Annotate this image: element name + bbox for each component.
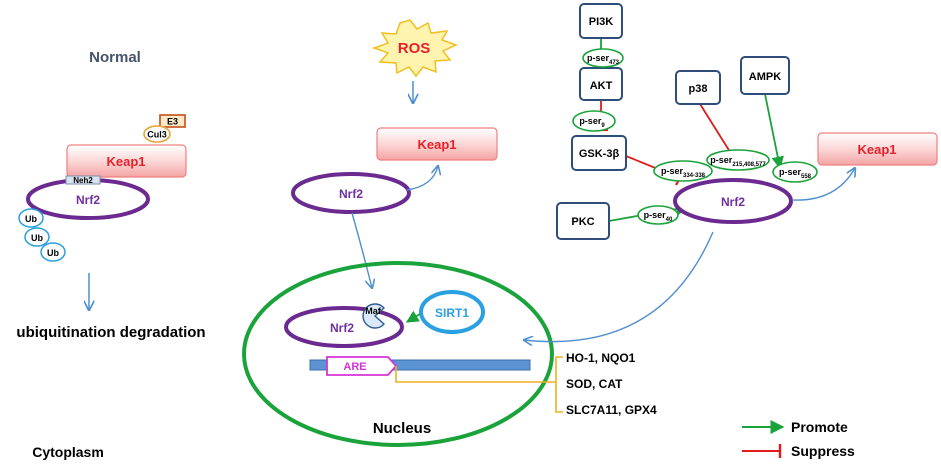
nrf2-normal: Nrf2 bbox=[26, 178, 150, 220]
site-9-base: p-ser bbox=[579, 116, 602, 126]
site-40-sub: 40 bbox=[666, 217, 673, 223]
cul3-label: Cul3 bbox=[147, 130, 167, 140]
keap1-label-normal: Keap1 bbox=[106, 154, 145, 169]
site-215-sub: 215,408,577 bbox=[732, 162, 766, 168]
nrf2-kinase: Nrf2 bbox=[673, 178, 793, 224]
pi3k-box: PI3K bbox=[579, 3, 623, 39]
target-genes: HO-1, NQO1 SOD, CAT SLC7A11, GPX4 bbox=[395, 351, 657, 417]
site-p-ser-558: p-ser558 bbox=[772, 161, 818, 183]
gsk3b-box: GSK-3β bbox=[571, 135, 627, 171]
site-9-sub: 9 bbox=[601, 123, 605, 129]
cytoplasm-label: Cytoplasm bbox=[32, 444, 104, 460]
nrf2-nucleus-entry-arrow bbox=[524, 231, 714, 342]
are-label: ARE bbox=[343, 361, 366, 373]
site-558-sub: 558 bbox=[801, 174, 812, 180]
ampk-nrf2-promote-arrow bbox=[764, 93, 784, 170]
maf-protein: Maf bbox=[362, 303, 385, 329]
target-gene-2: SOD, CAT bbox=[566, 377, 623, 391]
ubiquitin-3-label: Ub bbox=[47, 248, 59, 258]
site-p-ser-9: p-ser9 bbox=[572, 110, 616, 132]
normal-title: Normal bbox=[89, 49, 141, 66]
ubiquitin-1 bbox=[18, 208, 44, 228]
target-gene-connector bbox=[395, 366, 556, 383]
p38-label: p38 bbox=[689, 83, 708, 95]
site-473-base: p-ser bbox=[587, 53, 610, 63]
pkc-label: PKC bbox=[571, 216, 594, 228]
legend: Promote Suppress bbox=[742, 419, 855, 459]
svg-text:p-ser215,408,577: p-ser215,408,577 bbox=[710, 155, 766, 168]
sirt1-label: SIRT1 bbox=[435, 306, 469, 320]
site-p-ser-40: p-ser40 bbox=[637, 205, 679, 225]
are-element: ARE bbox=[326, 356, 398, 376]
neh2-domain: Neh2 bbox=[65, 175, 101, 185]
site-215-base: p-ser bbox=[710, 155, 733, 165]
nrf2-nucleus: Nrf2 bbox=[284, 306, 404, 348]
nrf2-label-kinase: Nrf2 bbox=[721, 195, 745, 209]
site-40-base: p-ser bbox=[644, 210, 667, 220]
cul3-oval: Cul3 bbox=[143, 125, 171, 143]
nucleus-membrane bbox=[242, 261, 554, 447]
site-558-base: p-ser bbox=[779, 167, 802, 177]
e3-label: E3 bbox=[167, 117, 178, 127]
ubiquitin-chain: Ub Ub Ub bbox=[18, 208, 66, 262]
nrf2-ros: Nrf2 bbox=[291, 172, 411, 214]
normal-panel: Normal E3 Cul3 Keap1 Nrf2 Neh2 Ub Ub Ub bbox=[16, 49, 205, 460]
target-gene-3: SLC7A11, GPX4 bbox=[566, 403, 657, 417]
nrf2-nuclear-translocation-arrow bbox=[351, 212, 372, 288]
e3-box: E3 bbox=[159, 114, 186, 128]
ubiquitin-3 bbox=[40, 242, 66, 262]
keap1-bar-kinase: Keap1 bbox=[817, 132, 938, 166]
nucleus-label: Nucleus bbox=[373, 420, 431, 437]
target-gene-1: HO-1, NQO1 bbox=[566, 351, 636, 365]
ampk-box: AMPK bbox=[740, 56, 790, 95]
ubiquitin-2 bbox=[24, 227, 50, 247]
ampk-label: AMPK bbox=[749, 71, 781, 83]
site-473-sub: 473 bbox=[609, 60, 620, 66]
kinase-panel: PI3K AKT GSK-3β p38 AMPK PKC Nrf2 bbox=[524, 3, 938, 342]
nrf2-label-ros: Nrf2 bbox=[339, 187, 363, 201]
sirt1-oval: SIRT1 bbox=[419, 290, 485, 334]
nucleus: Nucleus Nrf2 Maf SIRT1 ARE bbox=[242, 261, 554, 447]
svg-text:p-ser40: p-ser40 bbox=[644, 210, 673, 223]
keap1-bar-ros: Keap1 bbox=[376, 127, 498, 161]
akt-label: AKT bbox=[590, 80, 613, 92]
ros-panel: ROS Keap1 Nrf2 bbox=[291, 19, 498, 288]
svg-text:p-ser334-338: p-ser334-338 bbox=[661, 166, 706, 179]
site-p-ser-473: p-ser473 bbox=[582, 48, 624, 68]
ros-burst: ROS bbox=[371, 19, 458, 78]
maf-label: Maf bbox=[365, 306, 382, 316]
svg-text:p-ser558: p-ser558 bbox=[779, 167, 812, 180]
sirt1-promote-arrow bbox=[405, 310, 421, 323]
pi3k-label: PI3K bbox=[589, 16, 614, 28]
neh2-label: Neh2 bbox=[73, 176, 93, 185]
pkc-box: PKC bbox=[556, 202, 610, 240]
ubiquitin-2-label: Ub bbox=[31, 233, 43, 243]
p38-box: p38 bbox=[675, 70, 721, 105]
svg-text:p-ser9: p-ser9 bbox=[579, 116, 605, 129]
site-334-base: p-ser bbox=[661, 166, 684, 176]
keap1-label-kinase: Keap1 bbox=[857, 142, 896, 157]
ubiquitin-1-label: Ub bbox=[25, 214, 37, 224]
nrf2-keap1-dissociation-arrow bbox=[791, 168, 855, 201]
ros-label: ROS bbox=[398, 40, 431, 57]
keap1-bar-normal: Keap1 bbox=[66, 144, 187, 178]
site-p-ser-334-338: p-ser334-338 bbox=[653, 160, 713, 182]
keap1-label-ros: Keap1 bbox=[417, 137, 456, 152]
svg-text:p-ser473: p-ser473 bbox=[587, 53, 620, 66]
dna-strand bbox=[309, 359, 531, 371]
legend-suppress-label: Suppress bbox=[791, 443, 855, 459]
legend-promote-label: Promote bbox=[791, 419, 848, 435]
gsk3b-label: GSK-3β bbox=[579, 148, 620, 160]
site-334-sub: 334-338 bbox=[683, 173, 706, 179]
nrf2-label-normal: Nrf2 bbox=[76, 193, 100, 207]
site-p-ser-215-408-577: p-ser215,408,577 bbox=[706, 149, 770, 171]
akt-box: AKT bbox=[579, 67, 623, 101]
target-gene-bracket bbox=[555, 356, 563, 413]
degradation-label: ubiquitination degradation bbox=[16, 324, 205, 341]
nrf2-keap1-release-arrow bbox=[406, 166, 438, 191]
nrf2-label-nucleus: Nrf2 bbox=[330, 321, 354, 335]
